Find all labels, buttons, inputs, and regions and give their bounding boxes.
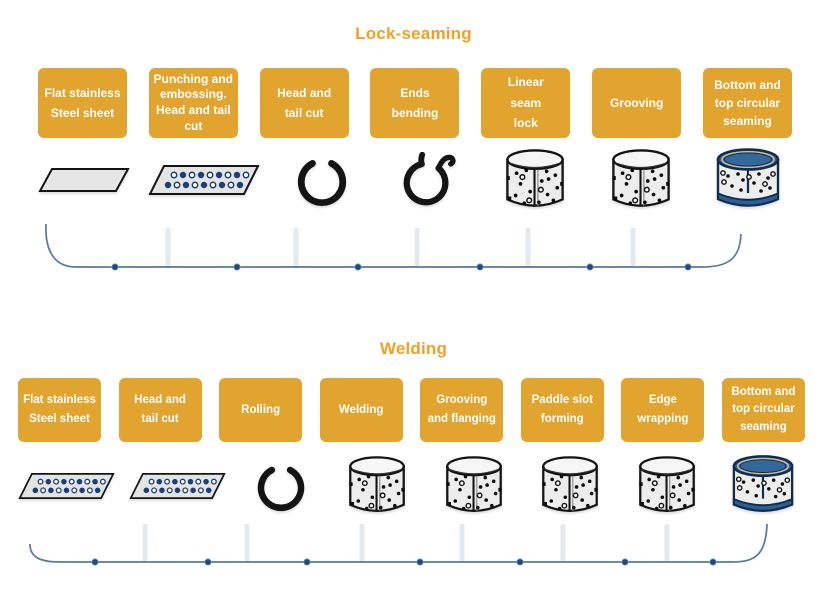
- timeline-dots: [91, 558, 717, 566]
- perforated-sheet-icon: [148, 164, 260, 196]
- lock-seaming-illustrations-row: [0, 142, 827, 218]
- step-box-punching-and-embossing: Punching and embossing. Head and tail cu…: [148, 68, 238, 138]
- lock-seaming-timeline: [45, 223, 742, 271]
- perforated-sheet-icon: [129, 472, 226, 500]
- illustration-cell: [38, 142, 130, 218]
- step-box-flat-stainless-steel-sheet: Flat stainless Steel sheet: [18, 378, 101, 442]
- step-box-bottom-top-circular-seaming: Bottom and top circular seaming: [702, 68, 792, 138]
- step-label: Ends bending: [391, 85, 439, 120]
- perforated-cylinder-icon: [347, 454, 407, 518]
- illustration-cell: [490, 142, 579, 218]
- step-label: Edge wrapping: [637, 394, 689, 425]
- step-box-flat-stainless-steel-sheet: Flat stainless Steel sheet: [38, 68, 127, 138]
- illustration-cell: [529, 448, 612, 524]
- perforated-cylinder-icon: [540, 454, 600, 518]
- step-box-bottom-top-circular-seaming: Bottom and top circular seaming: [721, 378, 805, 442]
- timeline-line: [29, 523, 768, 563]
- step-label: Flat stainless Steel sheet: [44, 85, 121, 120]
- open-ring-icon: [254, 459, 308, 513]
- step-label: Punching and embossing. Head and tail cu…: [153, 71, 233, 133]
- illustration-cell: [18, 448, 115, 524]
- step-label: Paddle slot forming: [531, 394, 593, 425]
- lock-seaming-steps-row: Flat stainless Steel sheet Punching and …: [0, 68, 827, 138]
- perforated-cylinder-icon: [610, 147, 672, 213]
- welding-steps-row: Flat stainless Steel sheet Head and tail…: [0, 378, 827, 442]
- step-label: Bottom and top circular seaming: [714, 78, 781, 128]
- timeline-ticks: [142, 524, 670, 562]
- illustration-cell: [722, 448, 805, 524]
- timeline-line: [45, 223, 742, 268]
- step-label: Linear seam lock: [507, 75, 544, 131]
- flat-sheet-icon: [38, 167, 130, 193]
- illustration-cell: [336, 448, 419, 524]
- open-ring-icon: [294, 152, 350, 208]
- step-label: Grooving and flanging: [427, 394, 496, 425]
- section-title-welding: Welding: [379, 339, 448, 358]
- step-label: Head and tail cut: [277, 85, 332, 120]
- perforated-cylinder-icon: [444, 454, 504, 518]
- step-label: Bottom and top circular seaming: [731, 386, 796, 433]
- illustration-cell: [703, 142, 792, 218]
- step-label: Welding: [338, 403, 384, 416]
- perforated-cylinder-icon: [504, 147, 566, 213]
- step-label: Head and tail cut: [134, 394, 186, 425]
- illustration-cell: [239, 448, 322, 524]
- step-label: Rolling: [241, 403, 281, 416]
- illustration-cell: [277, 142, 366, 218]
- illustration-cell: [148, 142, 260, 218]
- illustration-cell: [597, 142, 686, 218]
- step-label: Grooving: [609, 95, 664, 110]
- step-box-ends-bending: Ends bending: [370, 68, 460, 138]
- seamed-cylinder-icon: [713, 146, 783, 214]
- step-box-grooving: Grooving: [592, 68, 682, 138]
- step-box-head-and-tail-cut: Head and tail cut: [259, 68, 349, 138]
- bent-ends-ring-icon: [397, 152, 459, 208]
- step-label: Flat stainless Steel sheet: [23, 394, 96, 425]
- step-box-welding: Welding: [319, 378, 403, 442]
- perforated-cylinder-icon: [637, 454, 697, 518]
- timeline-ticks: [165, 228, 636, 267]
- illustration-cell: [129, 448, 226, 524]
- step-box-edge-wrapping: Edge wrapping: [621, 378, 705, 442]
- step-box-grooving-and-flanging: Grooving and flanging: [420, 378, 504, 442]
- seamed-cylinder-icon: [729, 453, 797, 519]
- illustration-cell: [432, 448, 515, 524]
- step-box-rolling: Rolling: [219, 378, 303, 442]
- welding-timeline: [29, 523, 768, 566]
- step-box-paddle-slot-forming: Paddle slot forming: [520, 378, 604, 442]
- section-title-lock-seaming: Lock-seaming: [355, 24, 472, 43]
- timeline-dots: [111, 263, 692, 271]
- step-box-linear-seam-lock: Linear seam lock: [481, 68, 571, 138]
- welding-illustrations-row: [0, 448, 827, 524]
- perforated-sheet-icon: [18, 472, 115, 500]
- illustration-cell: [384, 142, 473, 218]
- illustration-cell: [625, 448, 708, 524]
- step-box-head-and-tail-cut: Head and tail cut: [118, 378, 202, 442]
